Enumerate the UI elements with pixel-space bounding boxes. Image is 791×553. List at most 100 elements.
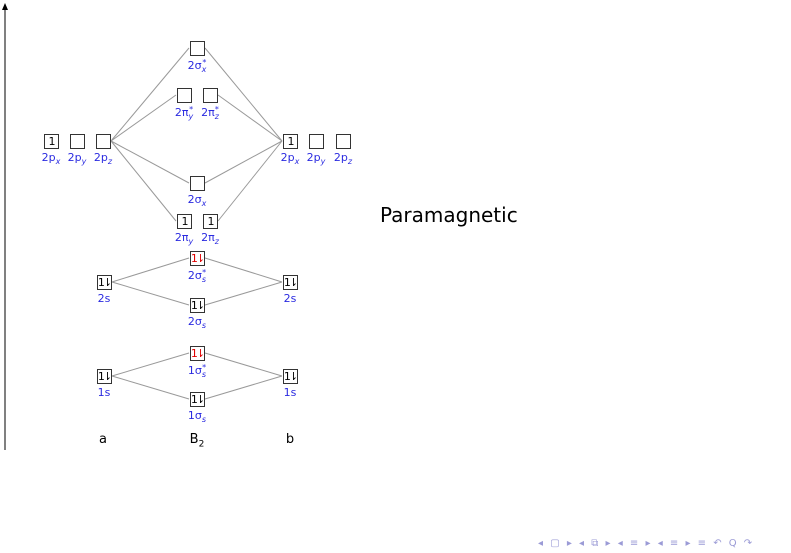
orbital-label-main: 2σ — [187, 269, 202, 282]
orbital-label-pz: 2πz — [201, 231, 219, 246]
orbital-box-py_star — [176, 87, 192, 103]
correlation-line — [110, 94, 177, 142]
orbital-label-main: 2π — [174, 231, 189, 244]
correlation-line — [110, 47, 190, 142]
orbital-label-a_2pz: 2pz — [94, 151, 112, 166]
correlation-line — [204, 375, 283, 400]
orbital-label-s1_star: 1σs* — [188, 363, 206, 379]
orbital-box-b_2py — [308, 133, 324, 149]
orbital-box-a_2px: 1 — [43, 133, 59, 149]
orbital-label-main: 2p — [280, 151, 295, 164]
correlation-line — [111, 375, 190, 400]
orbital-label-py: 2πy — [175, 231, 193, 246]
orbital-box-b_1s: 1⇂ — [282, 368, 298, 384]
orbital-label-main: 2s — [97, 292, 111, 305]
orbital-label-a_2s: 2s — [98, 292, 111, 305]
orbital-label-b_1s: 1s — [284, 386, 297, 399]
orbital-box-s1_star: 1⇂ — [189, 345, 205, 361]
orbital-label-sub: x — [294, 157, 300, 166]
orbital-label-pz_star: 2πz* — [201, 105, 219, 121]
correlation-line — [204, 257, 283, 283]
correlation-line — [110, 140, 177, 222]
orbital-label-main: 2σ — [187, 315, 202, 328]
orbital-label-sub: y — [81, 157, 87, 166]
orbital-label-sub: z — [214, 237, 219, 246]
correlation-line — [204, 281, 283, 306]
atom-b-label: b — [285, 432, 295, 447]
molecule-sub: 2 — [198, 439, 205, 450]
orbital-label-sup: * — [214, 105, 219, 114]
orbital-label-main: 2p — [67, 151, 82, 164]
orbital-label-sup: * — [202, 58, 207, 67]
orbital-label-main: 2p — [306, 151, 321, 164]
orbital-label-b_2py: 2py — [307, 151, 326, 166]
orbital-label-sub: z — [347, 157, 353, 166]
orbital-label-sup: * — [202, 363, 207, 372]
orbital-label-main: 2σ — [187, 59, 202, 72]
orbital-label-main: 1s — [97, 386, 111, 399]
correlation-line — [111, 281, 190, 306]
orbital-label-sx: 2σx — [188, 193, 207, 208]
energy-axis-arrow-icon — [2, 3, 8, 10]
orbital-label-sub: x — [201, 199, 207, 208]
magnetism-label: Paramagnetic — [380, 203, 518, 227]
orbital-box-s1: 1⇂ — [189, 391, 205, 407]
orbital-box-pz: 1 — [202, 213, 218, 229]
orbital-label-b_2px: 2px — [281, 151, 300, 166]
orbital-label-s1: 1σs — [188, 409, 206, 424]
orbital-label-b_2pz: 2pz — [334, 151, 352, 166]
correlation-line — [204, 47, 283, 142]
orbital-label-main: 1s — [283, 386, 297, 399]
beamer-navigation[interactable]: ◂ ▢ ▸ ◂ ⧉ ▸ ◂ ≡ ▸ ◂ ≡ ▸ ≡ ↶ Q ↷ — [538, 538, 755, 549]
molecule-label: B2 — [190, 432, 205, 450]
orbital-label-py_star: 2πy* — [175, 105, 193, 121]
orbital-label-sup: * — [202, 268, 207, 277]
orbital-box-s2_star: 1⇂ — [189, 250, 205, 266]
orbital-label-main: 1σ — [187, 364, 202, 377]
orbital-box-sx_star — [189, 40, 205, 56]
orbital-label-sub: y — [320, 157, 326, 166]
orbital-label-sub: y — [188, 237, 194, 246]
orbital-label-sub: s — [201, 370, 207, 379]
orbital-label-sub: s — [201, 415, 207, 424]
orbital-label-main: 2σ — [187, 193, 202, 206]
atom-a-label: a — [99, 432, 107, 447]
orbital-label-sx_star: 2σx* — [188, 58, 207, 74]
orbital-label-sub: s — [201, 275, 207, 284]
orbital-label-main: 2p — [41, 151, 56, 164]
orbital-box-a_2py — [69, 133, 85, 149]
correlation-line — [217, 94, 283, 142]
orbital-label-main: 2π — [201, 106, 215, 119]
correlation-line — [204, 140, 283, 184]
orbital-box-a_2pz — [95, 133, 111, 149]
correlation-line — [110, 140, 190, 184]
orbital-label-main: 2p — [93, 151, 108, 164]
orbital-box-a_2s: 1⇂ — [96, 274, 112, 290]
orbital-box-b_2s: 1⇂ — [282, 274, 298, 290]
orbital-box-b_2pz — [335, 133, 351, 149]
correlation-line — [111, 352, 190, 377]
correlation-line — [217, 140, 283, 222]
orbital-label-main: 2s — [283, 292, 297, 305]
orbital-label-main: 2π — [174, 106, 189, 119]
orbital-label-s2: 2σs — [188, 315, 206, 330]
orbital-label-sup: * — [189, 105, 194, 114]
orbital-label-b_2s: 2s — [284, 292, 297, 305]
orbital-label-a_2px: 2px — [42, 151, 61, 166]
correlation-line — [111, 257, 190, 283]
orbital-label-sub: x — [55, 157, 61, 166]
orbital-label-main: 2p — [333, 151, 348, 164]
orbital-box-a_1s: 1⇂ — [96, 368, 112, 384]
orbital-box-sx — [189, 175, 205, 191]
orbital-box-s2: 1⇂ — [189, 297, 205, 313]
orbital-box-pz_star — [202, 87, 218, 103]
orbital-label-a_1s: 1s — [98, 386, 111, 399]
orbital-label-s2_star: 2σs* — [188, 268, 206, 284]
orbital-label-sub: x — [201, 65, 207, 74]
molecule-main: B — [189, 432, 199, 447]
orbital-label-sub: s — [201, 321, 207, 330]
orbital-label-sub: y — [188, 112, 194, 121]
orbital-label-sub: z — [214, 112, 219, 121]
